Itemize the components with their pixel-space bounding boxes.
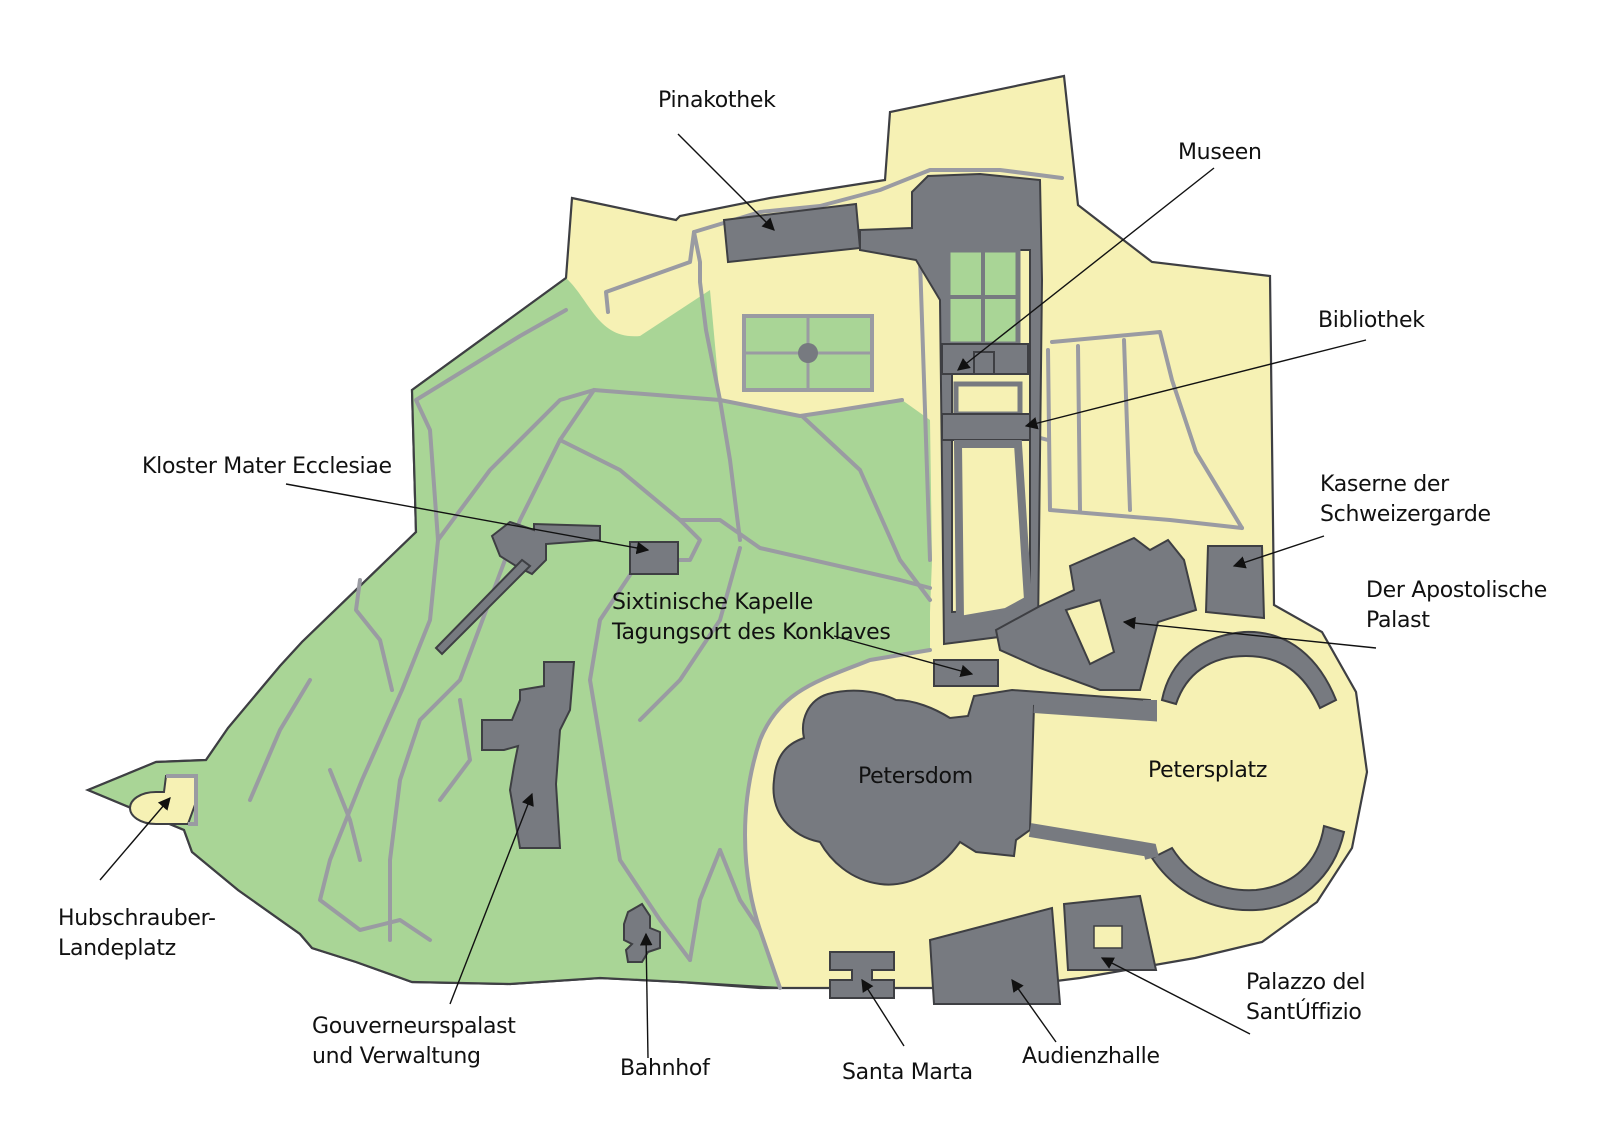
leader-pinakothek bbox=[677, 133, 775, 231]
building-sixtina bbox=[933, 659, 999, 687]
label-bahnhof: Bahnhof bbox=[620, 1056, 710, 1081]
label-kaserne-line2: Schweizergarde bbox=[1320, 502, 1491, 527]
label-audienzhalle: Audienzhalle bbox=[1022, 1044, 1160, 1069]
label-uffizio-line2: SantÚffizio bbox=[1246, 1000, 1362, 1025]
label-palast-line1: Der Apostolische bbox=[1366, 578, 1547, 603]
petersplatz-colonnade bbox=[1028, 630, 1346, 912]
leader-uffizio bbox=[1100, 957, 1251, 1035]
leader-gouverneur bbox=[449, 792, 534, 1005]
apostolic-palace bbox=[994, 536, 1198, 691]
leader-bibliothek bbox=[1024, 339, 1367, 430]
leader-hubschrauber bbox=[99, 797, 171, 881]
leader-kloster bbox=[285, 483, 650, 555]
label-uffizio-line1: Palazzo del bbox=[1246, 970, 1366, 995]
label-kaserne-line1: Kaserne der bbox=[1320, 472, 1449, 497]
label-bibliothek: Bibliothek bbox=[1318, 308, 1425, 333]
label-kloster: Kloster Mater Ecclesiae bbox=[142, 454, 392, 479]
building-gouverneur bbox=[481, 661, 576, 849]
label-museen: Museen bbox=[1178, 140, 1262, 165]
courtyard-garden bbox=[945, 247, 1021, 347]
building-uffizio bbox=[1062, 894, 1158, 971]
leader-santa-marta bbox=[861, 978, 905, 1047]
leader-audienzhalle bbox=[1011, 978, 1057, 1043]
building-petersdom bbox=[772, 688, 1151, 886]
gardens-area bbox=[88, 278, 932, 988]
territory-border-overlay bbox=[85, 277, 781, 990]
parterre-garden-west bbox=[742, 314, 874, 392]
label-sixtina-line2: Tagungsort des Konklaves bbox=[612, 620, 891, 645]
building-santa-marta bbox=[829, 951, 895, 999]
leader-sixtina bbox=[833, 635, 974, 678]
label-gouverneur-line1: Gouverneurspalast bbox=[312, 1014, 516, 1039]
label-sixtina-line1: Sixtinische Kapelle bbox=[612, 590, 814, 615]
building-kaserne bbox=[1204, 545, 1266, 620]
label-hubschrauber-line1: Hubschrauber- bbox=[58, 906, 216, 931]
label-pinakothek: Pinakothek bbox=[658, 88, 776, 113]
leader-bahnhof bbox=[639, 932, 653, 1059]
label-gouverneur-line2: und Verwaltung bbox=[312, 1044, 481, 1069]
leader-kaserne bbox=[1232, 535, 1325, 569]
label-petersplatz: Petersplatz bbox=[1148, 758, 1268, 783]
leader-lines bbox=[99, 133, 1377, 1059]
building-audienzhalle bbox=[928, 906, 1062, 1005]
label-petersdom: Petersdom bbox=[858, 764, 973, 789]
leader-museen bbox=[957, 167, 1215, 371]
label-santa-marta: Santa Marta bbox=[842, 1060, 973, 1085]
label-hubschrauber-line2: Landeplatz bbox=[58, 936, 176, 961]
museum-inner-wings bbox=[941, 343, 1033, 625]
label-palast-line2: Palast bbox=[1366, 608, 1430, 633]
leader-palast bbox=[1122, 616, 1377, 649]
